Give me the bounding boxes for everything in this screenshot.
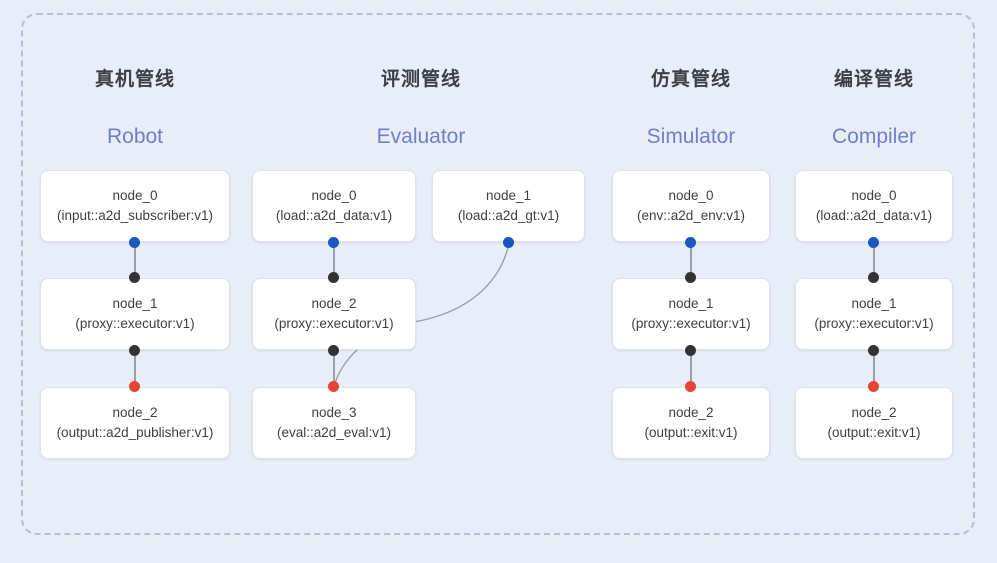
node-name: node_1 [668,296,714,311]
edge-simulator-0-1 [690,242,692,280]
node-box-evaluator-node-0[interactable]: node_0 (load::a2d_data:v1) [252,170,416,242]
node-name: node_3 [311,405,357,420]
node-type: (proxy::executor:v1) [631,316,751,331]
edge-simulator-1-2 [690,350,692,388]
edge-compiler-1-2 [873,350,875,388]
node-type: (eval::a2d_eval:v1) [276,425,392,440]
node-name: node_1 [851,296,897,311]
port-in-evaluator-node-3[interactable] [328,381,339,392]
node-box-evaluator-node-2[interactable]: node_2 (proxy::executor:v1) [252,278,416,350]
node-box-evaluator-node-1[interactable]: node_1 (load::a2d_gt:v1) [432,170,585,242]
column-subtitle-simulator-en: Simulator [646,125,736,148]
port-out-evaluator-node-2[interactable] [328,345,339,356]
node-name: node_2 [112,405,158,420]
column-subtitle-evaluator-en: Evaluator [376,125,466,148]
edge-robot-0-1 [134,242,136,280]
node-name: node_2 [851,405,897,420]
edge-robot-1-2 [134,350,136,388]
edge-compiler-0-1 [873,242,875,280]
column-title-evaluator-cn: 评测管线 [380,69,461,90]
node-name: node_1 [485,188,532,203]
node-name: node_2 [311,296,357,311]
node-type: (env::a2d_env:v1) [636,208,746,223]
node-box-compiler-node-0[interactable]: node_0 (load::a2d_data:v1) [795,170,953,242]
node-box-compiler-node-2[interactable]: node_2 (output::exit:v1) [795,387,953,459]
node-name: node_0 [668,188,714,203]
column-title-compiler-cn: 编译管线 [833,69,914,90]
port-out-simulator-node-0[interactable] [685,237,696,248]
node-type: (proxy::executor:v1) [814,316,934,331]
port-in-robot-node-1[interactable] [129,272,140,283]
node-box-simulator-node-1[interactable]: node_1 (proxy::executor:v1) [612,278,770,350]
node-name: node_0 [311,188,357,203]
node-box-robot-node-1[interactable]: node_1 (proxy::executor:v1) [40,278,230,350]
port-in-simulator-node-2[interactable] [685,381,696,392]
node-type: (input::a2d_subscriber:v1) [56,208,214,223]
column-subtitle-compiler-en: Compiler [831,125,917,148]
port-in-simulator-node-1[interactable] [685,272,696,283]
port-out-simulator-node-1[interactable] [685,345,696,356]
port-out-robot-node-0[interactable] [129,237,140,248]
column-title-simulator-cn: 仿真管线 [650,69,731,90]
column-title-robot-cn: 真机管线 [94,69,175,90]
port-in-compiler-node-2[interactable] [868,381,879,392]
node-type: (proxy::executor:v1) [274,316,394,331]
edge-evaluator-2-3 [333,350,335,388]
node-name: node_1 [112,296,158,311]
node-name: node_0 [851,188,897,203]
node-box-robot-node-2[interactable]: node_2 (output::a2d_publisher:v1) [40,387,230,459]
node-type: (proxy::executor:v1) [75,316,195,331]
port-out-compiler-node-1[interactable] [868,345,879,356]
column-subtitle-robot-en: Robot [106,125,164,148]
port-out-evaluator-node-0[interactable] [328,237,339,248]
node-type: (load::a2d_data:v1) [815,208,933,223]
node-box-robot-node-0[interactable]: node_0 (input::a2d_subscriber:v1) [40,170,230,242]
port-in-compiler-node-1[interactable] [868,272,879,283]
node-type: (output::exit:v1) [644,425,738,440]
node-name: node_2 [668,405,714,420]
node-box-simulator-node-2[interactable]: node_2 (output::exit:v1) [612,387,770,459]
node-box-compiler-node-1[interactable]: node_1 (proxy::executor:v1) [795,278,953,350]
port-in-robot-node-2[interactable] [129,381,140,392]
edge-evaluator-0-2 [333,242,335,280]
port-out-robot-node-1[interactable] [129,345,140,356]
node-box-simulator-node-0[interactable]: node_0 (env::a2d_env:v1) [612,170,770,242]
node-type: (output::a2d_publisher:v1) [56,425,214,440]
port-out-compiler-node-0[interactable] [868,237,879,248]
node-name: node_0 [112,188,158,203]
node-box-evaluator-node-3[interactable]: node_3 (eval::a2d_eval:v1) [252,387,416,459]
node-type: (load::a2d_gt:v1) [457,208,560,223]
node-type: (output::exit:v1) [827,425,921,440]
node-type: (load::a2d_data:v1) [275,208,393,223]
port-in-evaluator-node-2[interactable] [328,272,339,283]
port-out-evaluator-node-1[interactable] [503,237,514,248]
